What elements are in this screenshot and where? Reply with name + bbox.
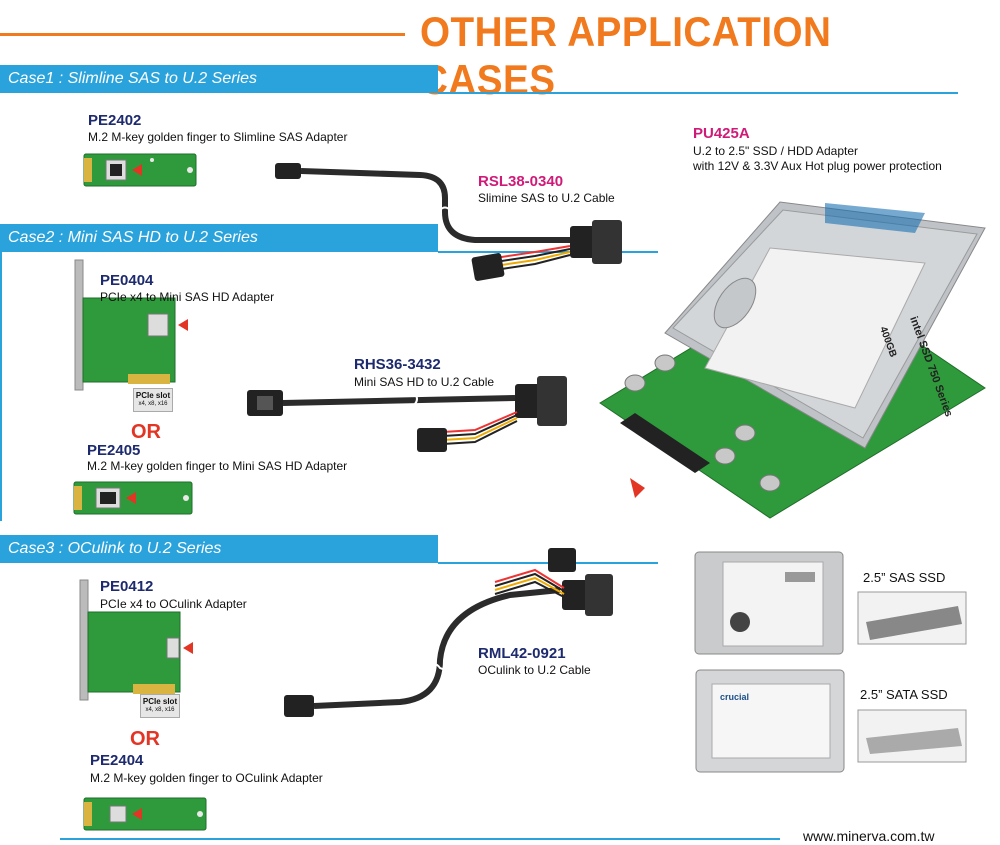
page-title: OTHER APPLICATION CASES [420, 8, 832, 103]
header-rule [0, 33, 405, 36]
pe2402-m2-board-image [83, 153, 197, 187]
pe0412-desc: PCIe x4 to OCulink Adapter [100, 597, 247, 611]
pu425a-desc1: U.2 to 2.5" SSD / HDD Adapter [693, 144, 858, 158]
pe2405-desc: M.2 M-key golden finger to Mini SAS HD A… [87, 459, 348, 473]
crucial-logo-text: crucial [720, 692, 749, 702]
pe0404-pcie-slot-label: PCIe slot x4, x8, x16 [133, 388, 173, 412]
rhs36-code: RHS36-3432 [354, 356, 441, 373]
pe2405-m2-board-image [73, 481, 193, 515]
or-separator-1: OR [131, 421, 161, 443]
rsl38-desc: Slimine SAS to U.2 Cable [478, 191, 615, 205]
pe0404-code: PE0404 [100, 272, 154, 289]
case1-header: Case1 : Slimline SAS to U.2 Series [0, 65, 438, 93]
or-separator-2: OR [130, 728, 160, 750]
rhs36-cable-image [247, 376, 567, 452]
pe0404-desc: PCIe x4 to Mini SAS HD Adapter [100, 290, 275, 304]
sas-ssd-label: 2.5” SAS SSD [863, 570, 946, 585]
pe0404-pcie-card-image [74, 259, 188, 391]
pe0412-code: PE0412 [100, 578, 154, 595]
pcie-slot-text: PCIe slot [142, 697, 178, 706]
pe0412-pcie-slot-label: PCIe slot x4, x8, x16 [140, 694, 180, 718]
pe2404-m2-board-image [83, 797, 207, 831]
case2-side-rule [0, 251, 2, 521]
pe0412-pcie-card-image [79, 579, 193, 701]
sata-ssd-label: 2.5” SATA SSD [860, 687, 948, 702]
pe2404-code: PE2404 [90, 752, 144, 769]
case2-rule [438, 251, 658, 253]
case1-rule [438, 92, 958, 94]
rml42-desc: OCulink to U.2 Cable [478, 663, 591, 677]
pcie-slot-sub-text: x4, x8, x16 [145, 707, 175, 713]
pe2405-code: PE2405 [87, 442, 141, 459]
sata-ssd-edge-photo [857, 709, 967, 763]
pe2404-desc: M.2 M-key golden finger to OCulink Adapt… [90, 771, 323, 785]
sas-ssd-photo [694, 551, 844, 655]
case3-header: Case3 : OCulink to U.2 Series [0, 535, 438, 563]
pu425a-desc2: with 12V & 3.3V Aux Hot plug power prote… [693, 159, 942, 173]
pu425a-adapter-with-ssd-image: intel SSD 750 Series 400GB [599, 201, 986, 519]
sas-ssd-edge-photo [857, 591, 967, 645]
rsl38-cable-image [275, 163, 622, 281]
pe2402-code: PE2402 [88, 112, 142, 129]
rml42-code: RML42-0921 [478, 645, 566, 662]
footer-rule [60, 838, 780, 840]
pu425a-code: PU425A [693, 125, 750, 142]
footer-url[interactable]: www.minerva.com.tw [803, 828, 935, 844]
rsl38-code: RSL38-0340 [478, 173, 564, 190]
case2-header: Case2 : Mini SAS HD to U.2 Series [0, 224, 438, 252]
rml42-cable-image [284, 548, 613, 717]
pcie-slot-text: PCIe slot [135, 391, 171, 400]
rhs36-desc: Mini SAS HD to U.2 Cable [354, 375, 495, 389]
pcie-slot-sub-text: x4, x8, x16 [138, 401, 168, 407]
pe2402-desc: M.2 M-key golden finger to Slimline SAS … [88, 130, 348, 144]
sata-ssd-photo: crucial [695, 669, 845, 773]
